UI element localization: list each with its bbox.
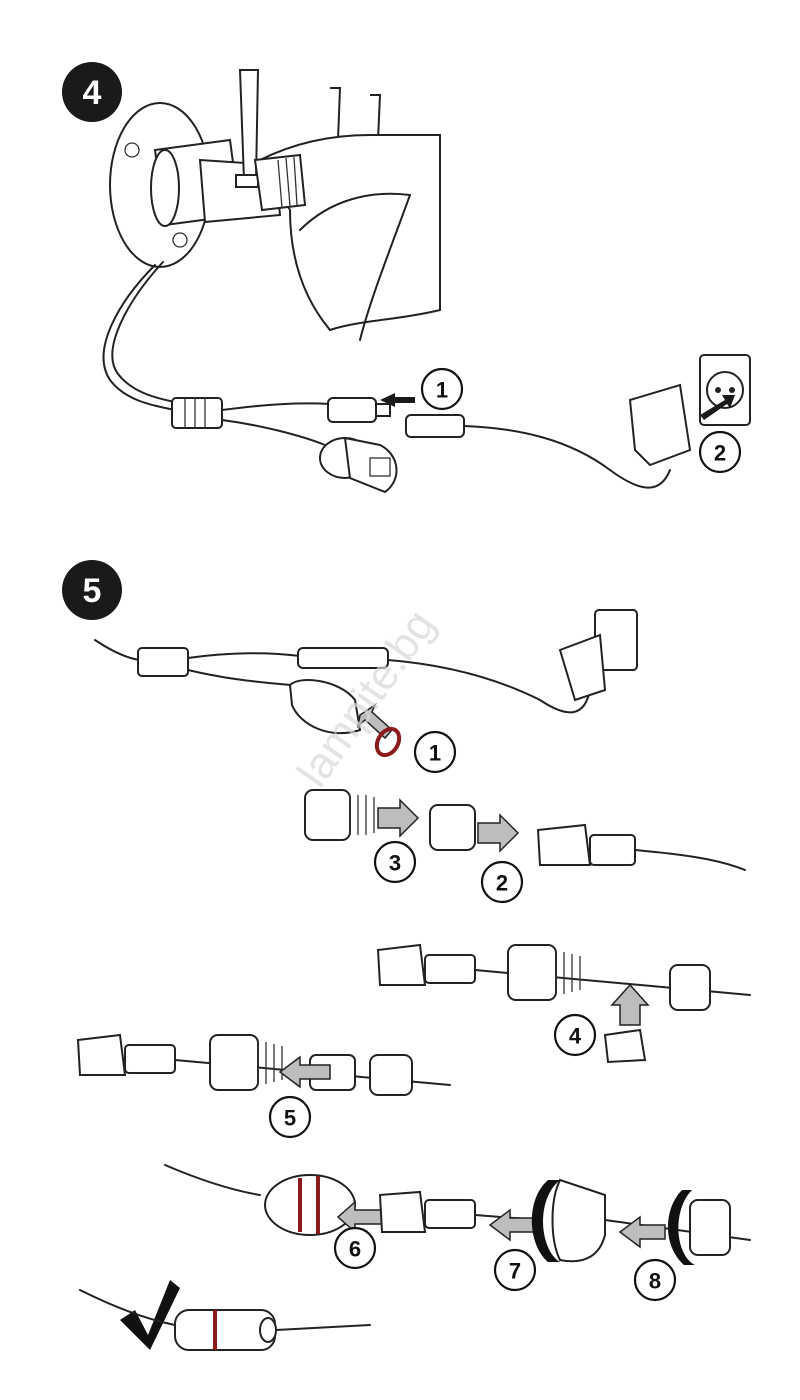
callout-5-5: 5 — [268, 1095, 312, 1139]
rj45-socket — [343, 436, 398, 494]
step-5-illustration — [76, 609, 751, 1351]
power-adapter — [628, 383, 692, 467]
svg-text:4: 4 — [83, 74, 102, 112]
rotate-arrow-8 — [668, 1190, 695, 1265]
callout-5-6: 6 — [333, 1226, 377, 1270]
o-ring — [374, 726, 402, 758]
svg-text:5: 5 — [284, 1106, 296, 1131]
svg-text:2: 2 — [496, 871, 508, 896]
svg-text:2: 2 — [714, 441, 726, 466]
step-4-illustration — [102, 69, 751, 494]
callout-5-2: 2 — [480, 860, 524, 904]
dc-plug — [405, 414, 465, 438]
rubber-seal — [603, 1028, 647, 1064]
callout-4-1: 1 — [420, 367, 464, 411]
waterproof-nut — [304, 789, 351, 841]
callout-5-7: 7 — [493, 1248, 537, 1292]
svg-text:1: 1 — [436, 378, 448, 403]
svg-text:4: 4 — [569, 1024, 582, 1049]
checkmark-icon — [120, 1280, 180, 1350]
dc-jack — [327, 397, 377, 423]
svg-text:8: 8 — [649, 1269, 661, 1294]
callout-5-8: 8 — [633, 1258, 677, 1302]
callout-5-3: 3 — [373, 840, 417, 884]
rotate-arrow-7 — [531, 1180, 560, 1262]
seal-sleeve — [429, 804, 476, 851]
camera-body — [258, 134, 441, 332]
svg-text:7: 7 — [509, 1259, 521, 1284]
svg-text:3: 3 — [389, 851, 401, 876]
dc-connection — [297, 647, 389, 669]
rj45-socket-5 — [288, 679, 362, 735]
callout-5-4: 4 — [553, 1013, 597, 1057]
rj45-plug — [536, 823, 592, 866]
step-badge-5: 5 — [62, 560, 122, 620]
callout-4-2: 2 — [698, 430, 742, 474]
callout-5-1: 1 — [413, 730, 457, 774]
cable-splitter — [171, 397, 223, 429]
svg-text:6: 6 — [349, 1237, 361, 1262]
svg-text:1: 1 — [429, 741, 441, 766]
step-badge-4: 4 — [62, 62, 122, 122]
svg-text:5: 5 — [83, 572, 102, 610]
assembled-socket — [264, 1174, 356, 1236]
